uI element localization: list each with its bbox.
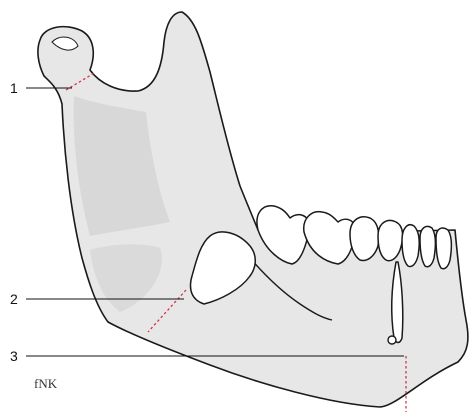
label-2: 2 [10,291,18,307]
label-1: 1 [10,80,18,96]
label-3: 3 [10,348,18,364]
mental-foramen [388,336,396,344]
incisor-2 [436,228,451,269]
incisor-1 [420,226,435,266]
artist-signature: fNK [34,376,58,391]
canine [402,225,419,267]
premolar-1 [350,217,379,261]
